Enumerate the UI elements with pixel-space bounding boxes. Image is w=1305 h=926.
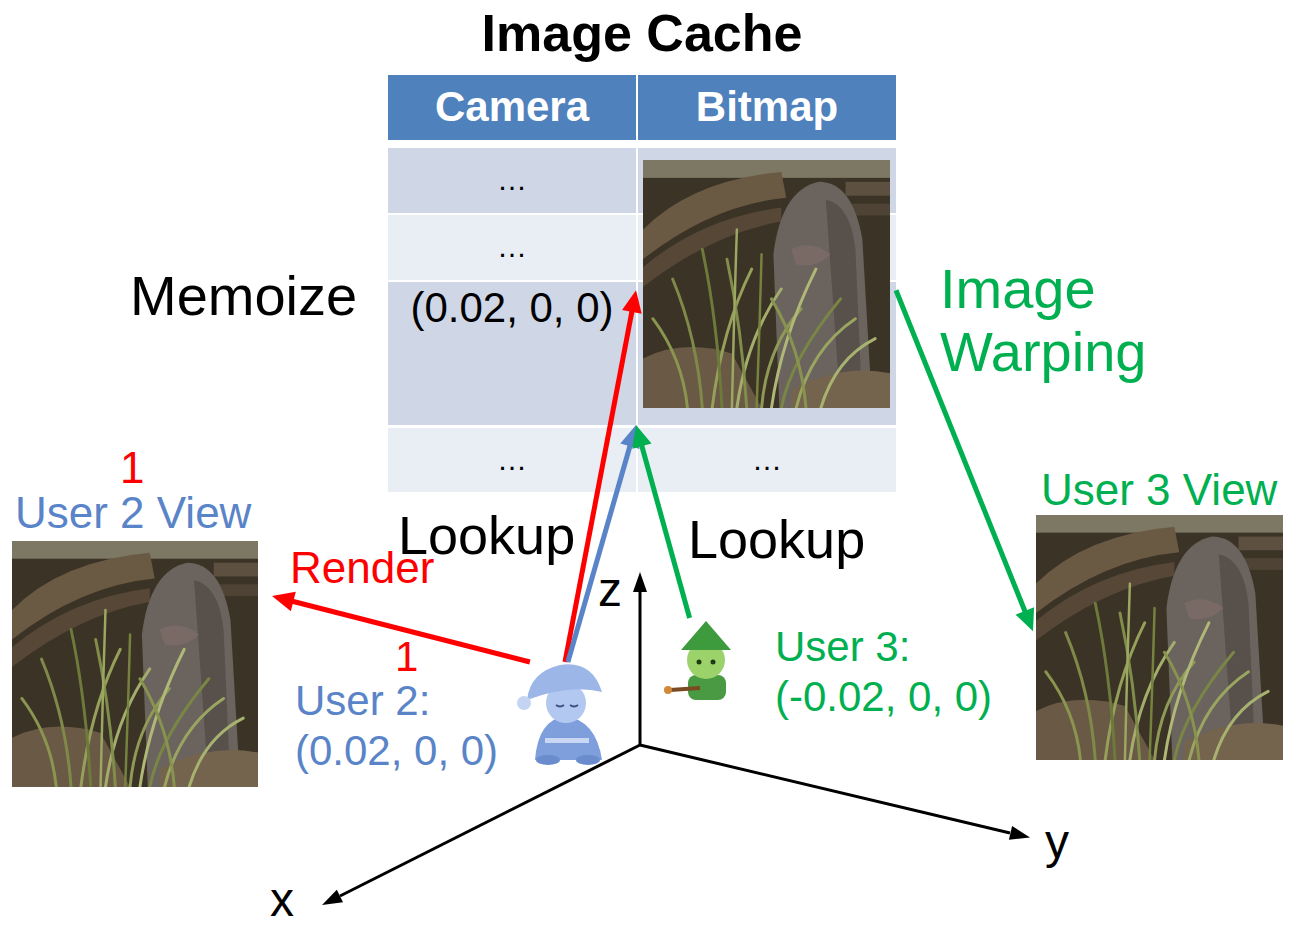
axis-label: x (270, 876, 294, 924)
user-name: User 3: (775, 622, 910, 672)
header-text: Bitmap (696, 83, 838, 131)
overlay-number: 1 (395, 636, 418, 678)
axis-head (633, 572, 647, 592)
camera-position: (0.02, 0, 0) (410, 284, 613, 332)
figure-foot (576, 755, 600, 765)
cache-table: Image CacheCamera Bitmap … … (0.02, 0, 0) … … (388, 0, 896, 492)
step-label: Lookup (688, 512, 865, 566)
axis-label: z (598, 566, 622, 614)
user-group: User 2:(0.02, 0, 0) (290, 662, 612, 779)
lookup-arrow (632, 425, 689, 618)
figure-foot (536, 755, 560, 765)
cached-bitmap (643, 160, 890, 408)
table-title: Image Cache (482, 4, 803, 64)
user-view-image (1036, 515, 1283, 760)
lookup-arrow (568, 425, 640, 662)
blue-user-figure (517, 664, 602, 765)
arrow-line (565, 310, 632, 662)
user-view: User 2 View (10, 488, 272, 788)
user-group: User 3:(-0.02, 0, 0) (660, 618, 1030, 725)
figure-hat (681, 621, 731, 650)
table-cell: (0.02, 0, 0) (388, 280, 636, 425)
green-user-figure (664, 621, 731, 700)
row-fill (388, 148, 636, 213)
row-fill (638, 428, 896, 492)
ellipsis: … (497, 230, 527, 265)
row-fill (388, 282, 636, 425)
step-label: Render (290, 546, 434, 590)
figure-eye (697, 660, 702, 665)
table-cell: … (388, 428, 636, 492)
memoize-arrow (565, 290, 642, 662)
axis-head (322, 890, 343, 905)
figure-hat-ball (517, 696, 531, 710)
arrow-head (622, 290, 642, 313)
figure-eye (570, 705, 578, 707)
user-view: User 3 View (1033, 465, 1303, 762)
user-position: (-0.02, 0, 0) (775, 672, 992, 722)
table-cell: … (638, 428, 896, 492)
figure-eye (556, 705, 564, 707)
user-position: (0.02, 0, 0) (295, 726, 498, 776)
table-shading (388, 75, 896, 492)
arrow-head (272, 592, 296, 611)
table-cell: … (388, 148, 636, 213)
header-text: Camera (435, 83, 589, 131)
ellipsis: … (752, 443, 782, 478)
header-cell: Bitmap (638, 75, 896, 140)
y-axis (640, 745, 1010, 833)
ellipsis: … (497, 443, 527, 478)
figure-eye (711, 660, 716, 665)
user-name: User 2: (295, 676, 430, 726)
axis-head (1009, 826, 1030, 840)
step-label: Memoize (130, 268, 357, 324)
arrow-line (568, 444, 631, 662)
z-axis (639, 590, 642, 745)
header-fill (388, 75, 636, 140)
figure-tool-tip (664, 686, 672, 694)
view-title: User 2 View (15, 488, 251, 539)
ellipsis: … (497, 163, 527, 198)
step-label: Image Warping (940, 258, 1200, 383)
header-cell: Camera (388, 75, 636, 140)
table-cell: … (388, 215, 636, 280)
user-view-image (12, 541, 258, 787)
figure-tool (670, 688, 700, 690)
row-fill (388, 215, 636, 280)
figure-belt (545, 738, 589, 743)
axis-label: y (1045, 818, 1069, 866)
arrow-head (632, 425, 651, 449)
arrow-line (641, 444, 689, 618)
arrow-head (1016, 607, 1035, 631)
figure-hat (527, 664, 602, 700)
view-title: User 3 View (1041, 465, 1277, 516)
overlay-number: 1 (120, 446, 144, 490)
header-fill (638, 75, 896, 140)
